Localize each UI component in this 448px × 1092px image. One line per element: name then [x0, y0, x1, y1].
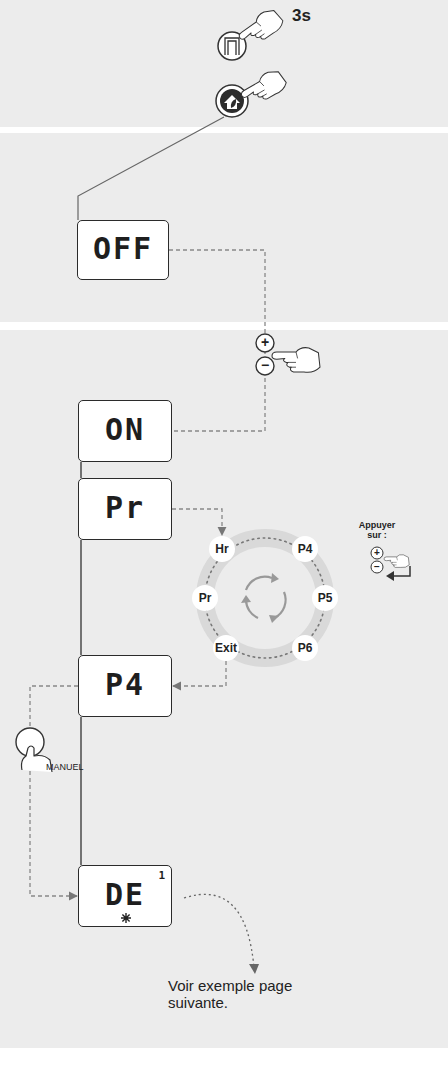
pressing-hand — [384, 555, 409, 568]
button-sign: + — [261, 335, 269, 349]
menu-text: P5 — [312, 591, 338, 605]
display-box: OFF — [77, 220, 169, 280]
menu-text: Pr — [192, 591, 218, 605]
flow-line — [80, 717, 82, 865]
eco-button-face — [220, 89, 244, 113]
menu-item: P6 — [292, 635, 318, 661]
button-sign: + — [374, 548, 380, 558]
enter-arrow — [392, 566, 410, 576]
house-icon — [224, 95, 240, 109]
door-icon — [225, 38, 239, 55]
star-rays — [121, 913, 131, 923]
display-text: ON — [79, 412, 171, 447]
minus-button — [371, 561, 383, 573]
plus-button — [256, 334, 274, 352]
display-index: 1 — [158, 869, 165, 882]
leaf-icon — [231, 99, 236, 108]
plus-button — [371, 547, 383, 559]
menu-item: P4 — [292, 536, 318, 562]
flow-line — [80, 462, 82, 478]
display-text: OFF — [78, 231, 168, 266]
menu-text: P6 — [292, 641, 318, 655]
note-text: Voir exemple page suivante. — [168, 977, 298, 1012]
button-sign: − — [261, 358, 269, 372]
step-band — [0, 330, 448, 1048]
pointer-arrowhead — [249, 964, 259, 974]
display-text: DE — [79, 877, 171, 912]
menu-item: Hr — [209, 536, 235, 562]
pressing-hand — [272, 348, 320, 373]
pressing-hand — [238, 67, 289, 110]
display-box: P4 — [78, 655, 172, 717]
flow-line — [80, 540, 82, 655]
menu-item: P5 — [312, 585, 338, 611]
step-band — [0, 133, 448, 322]
dashed-connector — [30, 686, 78, 896]
display-box: ON — [78, 400, 172, 462]
menu-item: Pr — [192, 585, 218, 611]
cycle-arrowheads — [241, 573, 279, 623]
minus-button — [256, 357, 274, 375]
display-text: Pr — [79, 490, 171, 525]
button-sign: − — [374, 562, 380, 572]
display-box: DE1 — [78, 865, 172, 927]
enter-arrowhead — [386, 571, 394, 581]
eco-button — [216, 85, 248, 117]
step-band — [0, 0, 448, 127]
dashed-connector — [173, 661, 226, 686]
dashed-connector — [172, 509, 222, 535]
note-text: MANUEL — [46, 762, 84, 772]
dashed-connector — [169, 250, 265, 431]
menu-text: Hr — [209, 542, 235, 556]
menu-text: P4 — [292, 542, 318, 556]
pointer-arrow — [184, 894, 254, 968]
leader-line — [78, 117, 224, 220]
star-symbol — [120, 912, 132, 924]
pressing-hand — [236, 6, 286, 51]
display-text: P4 — [79, 667, 171, 702]
menu-text: Exit — [213, 641, 239, 655]
duration-label: 3s — [292, 6, 311, 26]
display-box: Pr — [78, 478, 172, 540]
note-text: Appuyer sur : — [354, 520, 400, 541]
cycle-arrows — [246, 577, 286, 618]
menu-item: Exit — [213, 635, 239, 661]
